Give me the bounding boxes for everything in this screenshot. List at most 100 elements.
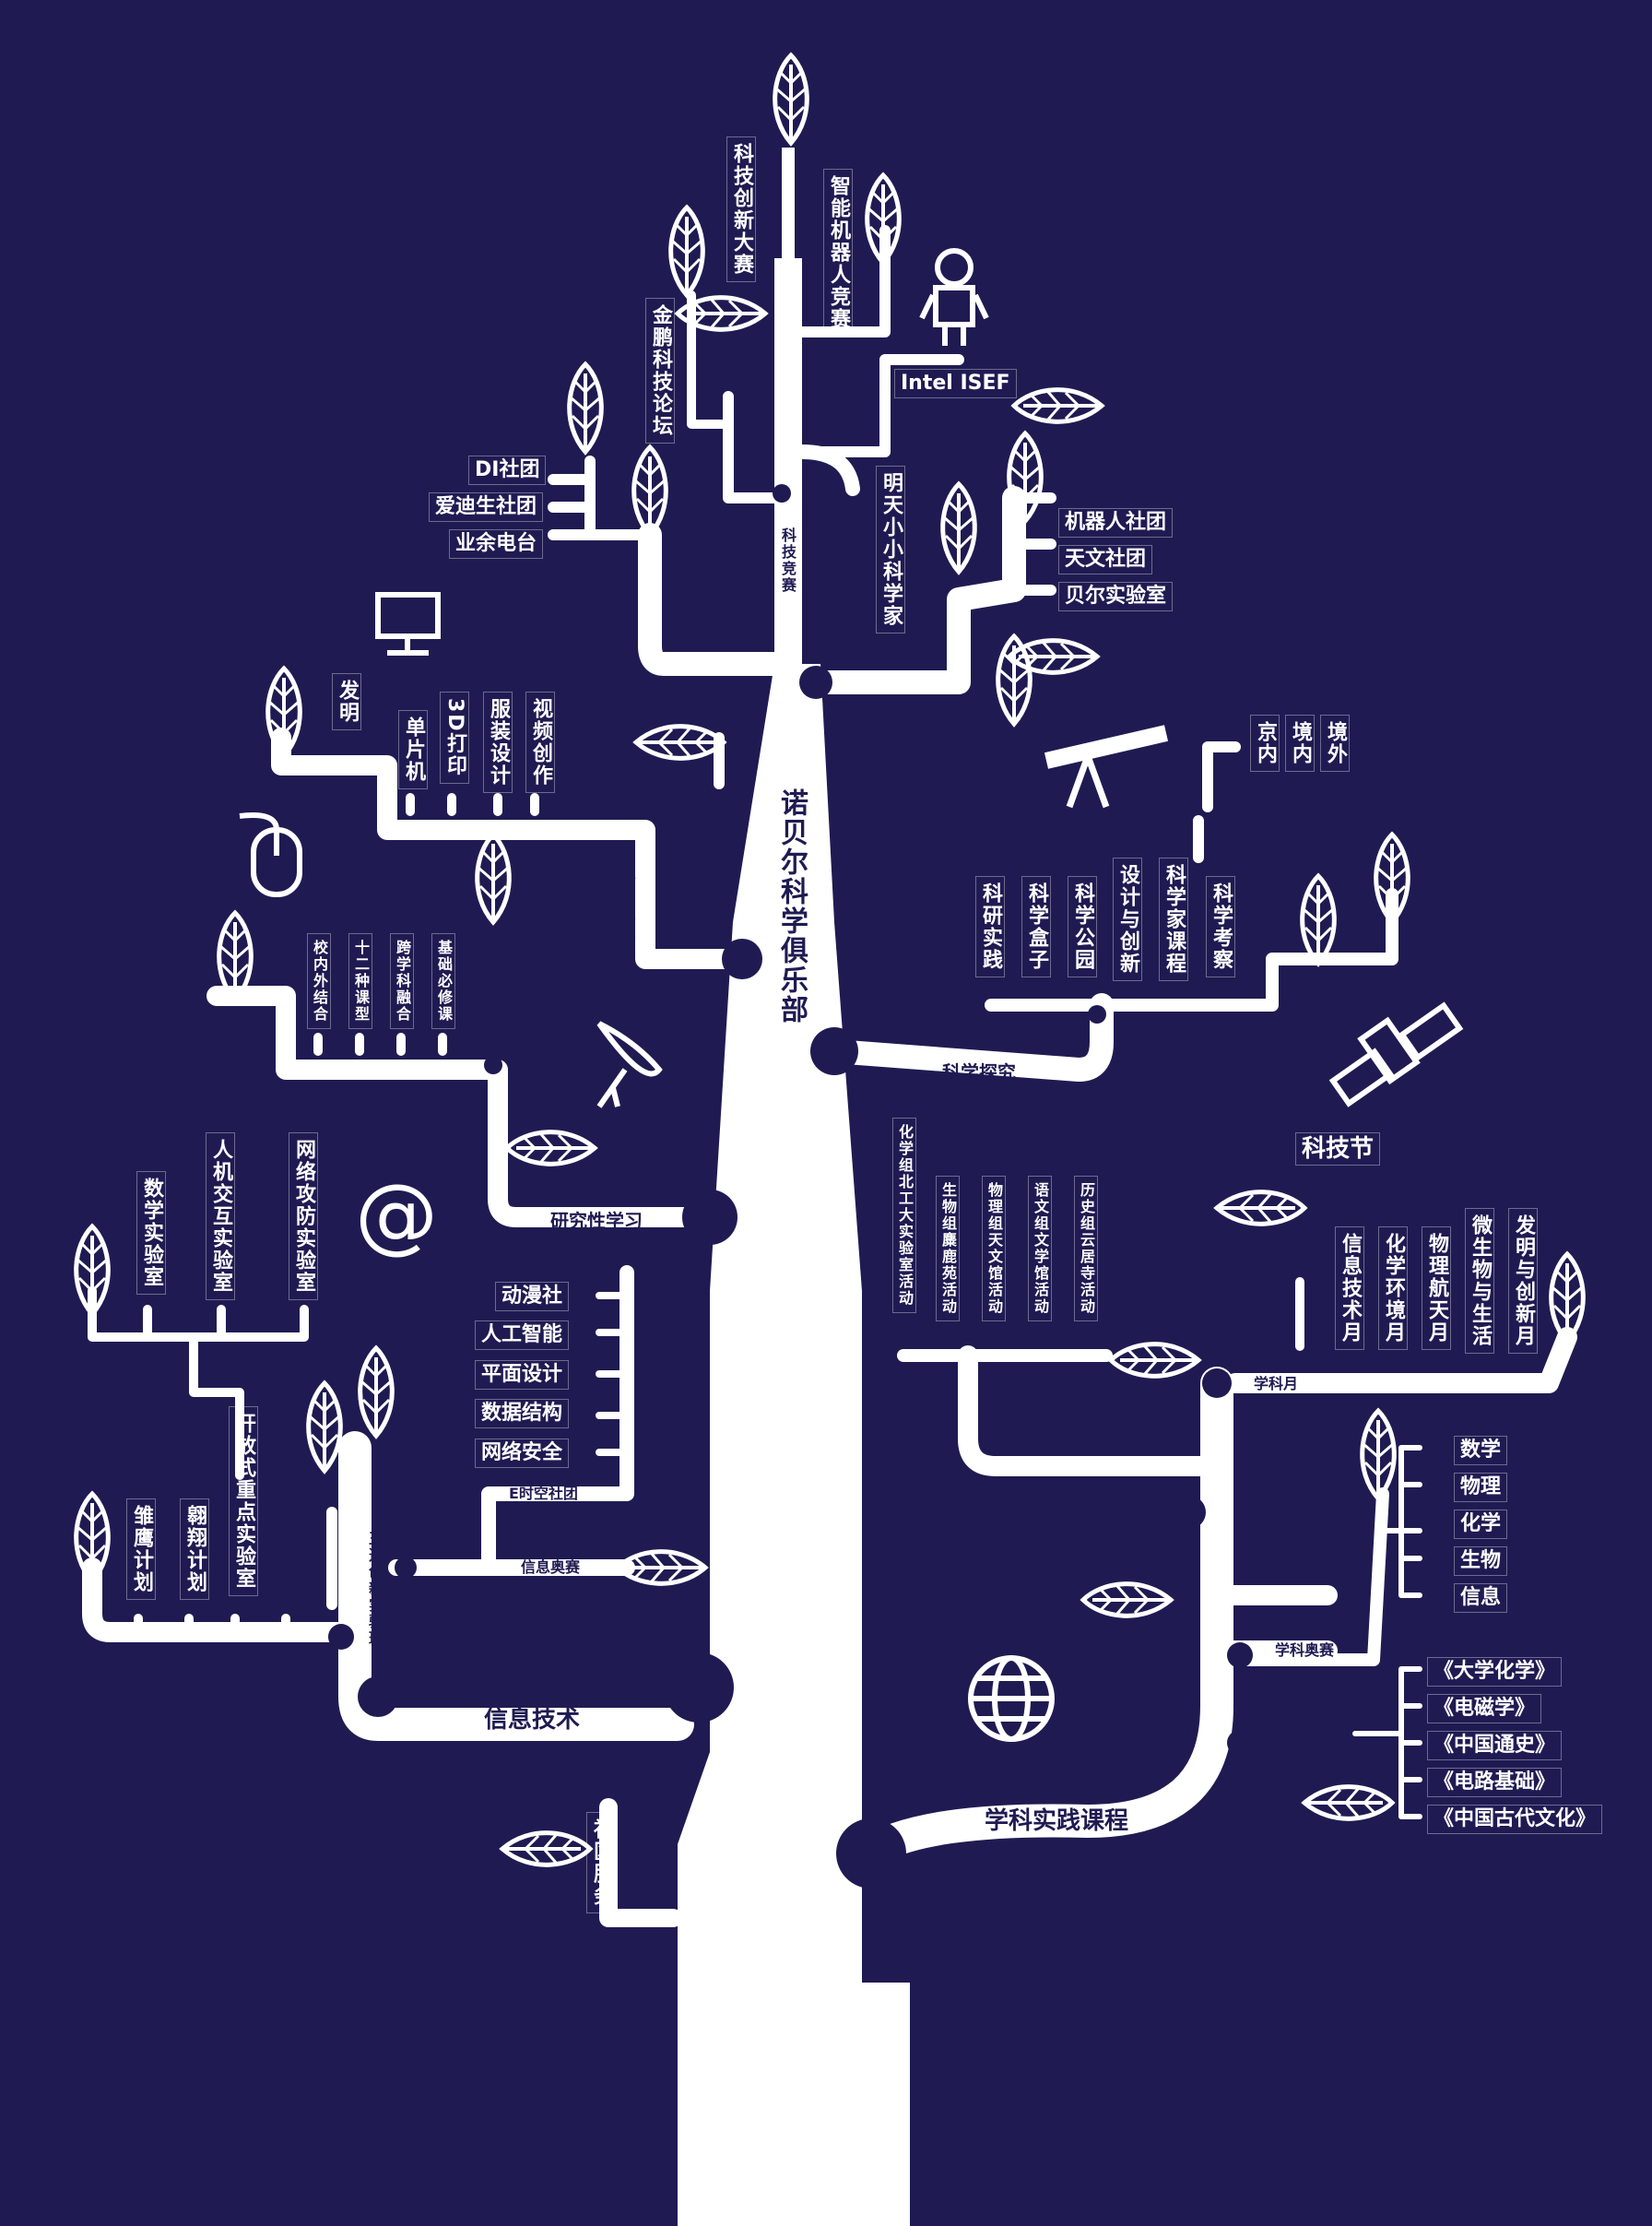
science-item: 科学考察 (1206, 876, 1235, 977)
club-right: 天文社团 (1058, 545, 1153, 574)
joint-dots (328, 484, 1253, 1889)
branch-label-research: 研究性学习 (550, 1210, 643, 1232)
lab-item: 人机交互实验室 (206, 1132, 235, 1300)
trip-item: 境内 (1285, 715, 1315, 772)
lab-item: 网络攻防实验室 (289, 1132, 318, 1300)
subject-month-item: 物理航天月 (1422, 1226, 1451, 1350)
leaf-icon (1217, 1192, 1304, 1225)
plan-item: 翱翔计划 (180, 1498, 209, 1600)
plan-item: 雏鹰计划 (126, 1498, 156, 1600)
branch-label-general-tech: 通用技术 (614, 862, 636, 943)
leaf-icon (1304, 1787, 1392, 1819)
leaf-icon (775, 55, 808, 143)
general-tech-item: 3D打印 (440, 692, 469, 784)
science-item: 科学公园 (1068, 876, 1097, 977)
science-item: 科研实践 (975, 876, 1005, 977)
competition-item: 科技创新大赛 (726, 136, 756, 282)
subject-olympiad-label: 学科奥赛 (1275, 1641, 1335, 1659)
computer-icon (375, 592, 441, 656)
leaf-icon (943, 484, 975, 572)
practice-item: 语文组文学馆活动 (1028, 1176, 1052, 1321)
leaf-icon (360, 1348, 393, 1436)
branch-label-community: 社区服务 (586, 1812, 616, 1913)
competition-item: 金鹏科技论坛 (645, 298, 675, 444)
leaf-icon (1009, 641, 1097, 673)
leaf-icon (1009, 433, 1042, 521)
practice-item: 历史组云居寺活动 (1074, 1176, 1098, 1321)
e-club-item: 网络安全 (475, 1439, 570, 1468)
general-tech-item: 单片机 (398, 710, 428, 789)
at-sign-icon: @ (355, 1166, 438, 1263)
club-left: DI社团 (468, 456, 547, 485)
root-label: 诺贝尔科学俱乐部 (775, 788, 808, 1024)
leaf-icon (1303, 876, 1335, 964)
leaf-icon (671, 207, 703, 295)
info-olympiad-label: 信息奥赛 (521, 1558, 581, 1576)
branches (82, 225, 1577, 1927)
branch-label-innovation-class: 王选创新实验班 (366, 1531, 384, 1647)
lab-item: 数学实验室 (136, 1171, 166, 1295)
tech-festival-label: 科技节 (1295, 1132, 1381, 1166)
subject-month-item: 发明与创新月 (1508, 1208, 1538, 1354)
general-tech-item: 服装设计 (483, 692, 513, 793)
globe-icon (968, 1655, 1055, 1742)
e-club-item: 数据结构 (475, 1399, 570, 1428)
trip-item: 境外 (1320, 715, 1350, 772)
leaf-icon (502, 1833, 590, 1865)
open-lab-item: 开放式重点实验室 (229, 1406, 258, 1596)
university-item: 《电磁学》 (1427, 1694, 1542, 1723)
club-right: 贝尔实验室 (1058, 582, 1174, 611)
subject-month-item: 信息技术月 (1335, 1226, 1364, 1350)
olympiad-item: 信息 (1454, 1583, 1508, 1613)
university-item: 《电路基础》 (1427, 1768, 1563, 1797)
research-item: 基础必修课 (431, 933, 455, 1029)
olympiad-item: 生物 (1454, 1546, 1508, 1576)
e-club-item: 平面设计 (475, 1360, 570, 1390)
branch-label-info-tech: 信息技术 (484, 1706, 581, 1734)
science-item: 设计与创新 (1113, 858, 1142, 981)
telescope-icon (1044, 725, 1169, 809)
labor-tech-label: 劳动技术 (513, 918, 586, 940)
competition-item: Intel ISEF (894, 369, 1017, 398)
leaf-icon (1111, 1344, 1198, 1377)
competition-item: 智能机器人竞赛 (823, 169, 853, 337)
university-item: 《中国通史》 (1427, 1731, 1563, 1760)
university-item: 《大学化学》 (1427, 1657, 1563, 1687)
practice-activity-label: 实践活动类 (1014, 1502, 1089, 1520)
leaf-icon (1363, 1411, 1395, 1498)
leaf-icon (219, 913, 252, 1001)
practice-item: 化学组北工大实验室活动 (892, 1118, 916, 1313)
leaf-icon (634, 447, 667, 535)
e-club-item: 人工智能 (475, 1320, 570, 1350)
leaf-icon (998, 636, 1031, 724)
branch-label-tech-competition: 科技竞赛 (779, 527, 796, 594)
leaf-icon (268, 669, 301, 756)
leaf-icon (478, 835, 510, 922)
olympiad-item: 物理 (1454, 1473, 1508, 1502)
leaf-icon (1376, 835, 1409, 922)
leaf-icon (309, 1383, 341, 1471)
subject-month-item: 化学环境月 (1378, 1226, 1408, 1350)
competition-item: 明天小小科学家 (876, 466, 905, 633)
subject-month-item: 微生物与生活 (1465, 1208, 1494, 1354)
trunk (678, 148, 910, 2226)
mouse-icon (239, 812, 302, 897)
trip-item: 京内 (1250, 715, 1280, 772)
leaf-icon (678, 298, 765, 330)
leaf-icon (867, 175, 900, 263)
leaf-icon (77, 1226, 109, 1314)
robot-icon (919, 248, 989, 346)
general-tech-item: 视频创作 (525, 692, 555, 793)
leaf-icon (1083, 1584, 1171, 1616)
leaf-icon (77, 1494, 109, 1581)
leaf-icon (507, 1132, 595, 1165)
club-right: 机器人社团 (1058, 508, 1174, 538)
research-item: 校内外结合 (307, 933, 331, 1029)
practice-item: 生物组麋鹿苑活动 (936, 1176, 960, 1321)
e-club-group-label: E时空社团 (509, 1485, 578, 1502)
leaf-icon (618, 1552, 705, 1584)
branch-label-science-inquiry: 科学探究 (942, 1061, 1016, 1083)
satellite-dish-icon (596, 1021, 663, 1108)
olympiad-item: 数学 (1454, 1436, 1508, 1465)
